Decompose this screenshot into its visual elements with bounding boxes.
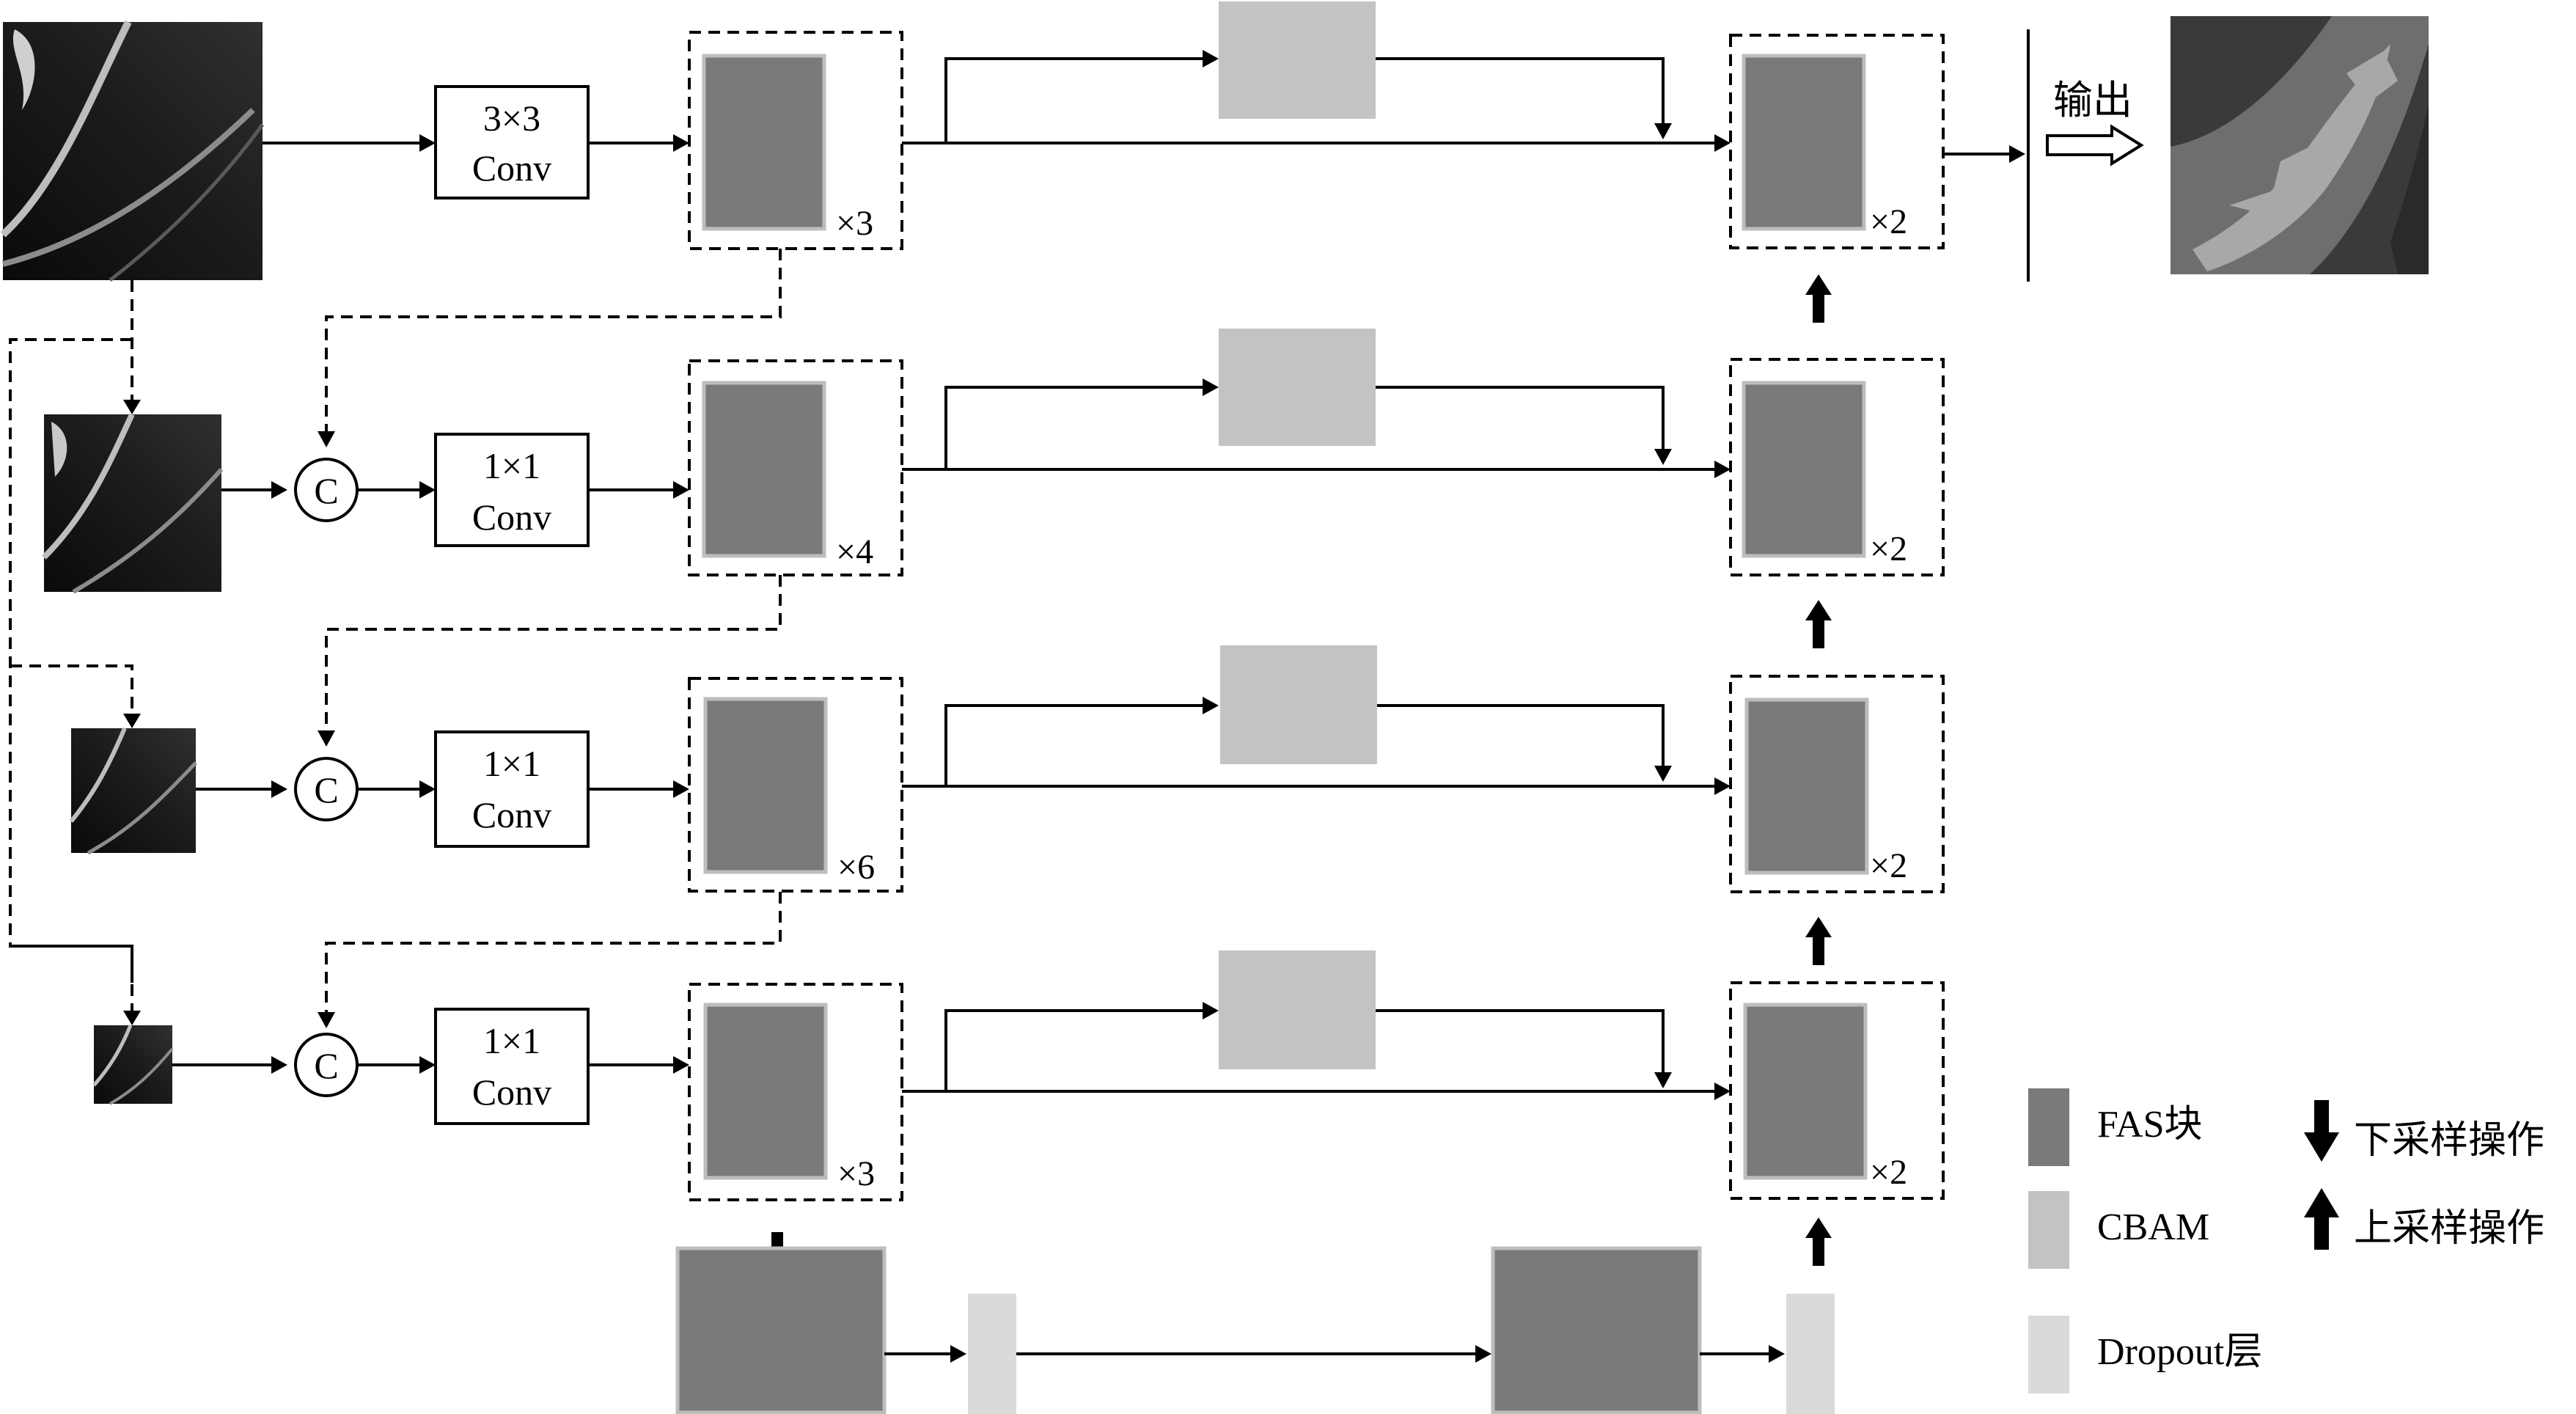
output-segmentation-image — [2170, 16, 2429, 274]
fas-block-dec-1 — [1742, 54, 1866, 231]
legend-dropout-swatch — [2028, 1316, 2069, 1393]
legend-down-arrow-icon — [2304, 1100, 2339, 1162]
encoder-stage-1 — [688, 31, 903, 250]
up-arrow-icon-4 — [1805, 1217, 1832, 1266]
conv-block-3 — [434, 730, 590, 848]
cbam-block-4 — [1219, 950, 1376, 1069]
encoder-repeat-4: ×3 — [837, 1154, 875, 1193]
encoder-repeat-1: ×3 — [836, 204, 873, 243]
decoder-stage-4 — [1729, 981, 1945, 1200]
fas-block-enc-4 — [703, 1003, 828, 1180]
encoder-repeat-2: ×4 — [836, 532, 873, 571]
conv-block-1-bottom: Conv — [472, 147, 551, 188]
conv-block-2-top: 1×1 — [483, 445, 540, 486]
concat-symbol-4: C — [314, 1045, 338, 1086]
encoder-stage-3 — [688, 677, 903, 893]
encoder-stage-4 — [688, 983, 903, 1201]
decoder-repeat-4: ×2 — [1870, 1153, 1907, 1192]
concat-symbol-3: C — [314, 769, 338, 810]
row-3: C 1×1 Conv ×6 ×2 — [196, 645, 1945, 893]
legend-up-arrow-icon — [2304, 1188, 2339, 1250]
up-arrows — [1805, 274, 1832, 1266]
fas-block-bottleneck-2 — [1491, 1246, 1702, 1414]
dropout-block-1 — [968, 1294, 1016, 1414]
fas-block-dec-2 — [1742, 381, 1866, 558]
legend-down-label: 下采样操作 — [2354, 1120, 2544, 1162]
fas-block-dec-3 — [1744, 697, 1869, 875]
output-arrow-icon — [2046, 124, 2144, 166]
conv-block-2 — [434, 433, 590, 547]
cbam-block-3 — [1220, 645, 1377, 764]
cbam-block-1 — [1219, 1, 1376, 119]
legend-up-label: 上采样操作 — [2354, 1208, 2544, 1250]
fas-block-enc-2 — [702, 381, 826, 558]
fas-block-enc-3 — [703, 697, 828, 874]
conv-block-4 — [434, 1008, 590, 1125]
fas-block-bottleneck-1 — [675, 1246, 887, 1414]
skip-dashed-3 — [318, 892, 782, 1028]
dropout-block-2 — [1786, 1294, 1835, 1414]
legend-dropout-label: Dropout层 — [2097, 1331, 2262, 1373]
input-image-level4 — [92, 1025, 174, 1105]
decoder-stage-1 — [1729, 34, 1945, 249]
concat-symbol-2: C — [314, 470, 338, 511]
conv-block-3-bottom: Conv — [472, 794, 551, 835]
legend-cbam-swatch — [2028, 1191, 2069, 1269]
legend-fas-label: FAS块 — [2097, 1104, 2203, 1146]
input-downsample-paths — [9, 280, 141, 1025]
up-arrow-icon-3 — [1805, 917, 1832, 965]
row-2: C 1×1 Conv ×4 ×2 — [221, 329, 1945, 576]
decoder-repeat-3: ×2 — [1870, 846, 1907, 885]
conv-block-4-top: 1×1 — [483, 1020, 540, 1061]
encoder-repeat-3: ×6 — [837, 848, 875, 887]
cbam-block-2 — [1219, 329, 1376, 446]
bottleneck — [675, 1232, 1835, 1414]
up-arrow-icon-1 — [1805, 274, 1832, 323]
input-image-level3 — [69, 727, 197, 855]
skip-dashed-1 — [318, 249, 782, 447]
row-1: 3×3 Conv ×3 ×2 输出 — [263, 1, 2144, 282]
fas-block-dec-4 — [1743, 1003, 1868, 1180]
conv-block-2-bottom: Conv — [472, 497, 551, 538]
legend: FAS块 CBAM Dropout层 下采样操作 上采样操作 — [2028, 1088, 2544, 1393]
conv-block-1-top: 3×3 — [483, 98, 540, 139]
conv-block-4-bottom: Conv — [472, 1072, 551, 1113]
fas-block-enc-1 — [702, 54, 826, 231]
row-4: C 1×1 Conv ×3 ×2 — [172, 950, 1945, 1201]
input-image-level1 — [0, 20, 265, 282]
output-label: 输出 — [2053, 78, 2132, 122]
conv-block-3-top: 1×1 — [483, 743, 540, 784]
skip-dashed-2 — [318, 575, 782, 747]
decoder-stage-2 — [1729, 358, 1945, 576]
decoder-repeat-1: ×2 — [1870, 202, 1907, 241]
decoder-repeat-2: ×2 — [1870, 530, 1907, 568]
legend-fas-swatch — [2028, 1088, 2069, 1166]
decoder-stage-3 — [1729, 675, 1945, 893]
input-image-level2 — [42, 413, 224, 594]
legend-cbam-label: CBAM — [2097, 1206, 2209, 1248]
encoder-stage-2 — [688, 359, 903, 576]
up-arrow-icon-2 — [1805, 600, 1832, 648]
